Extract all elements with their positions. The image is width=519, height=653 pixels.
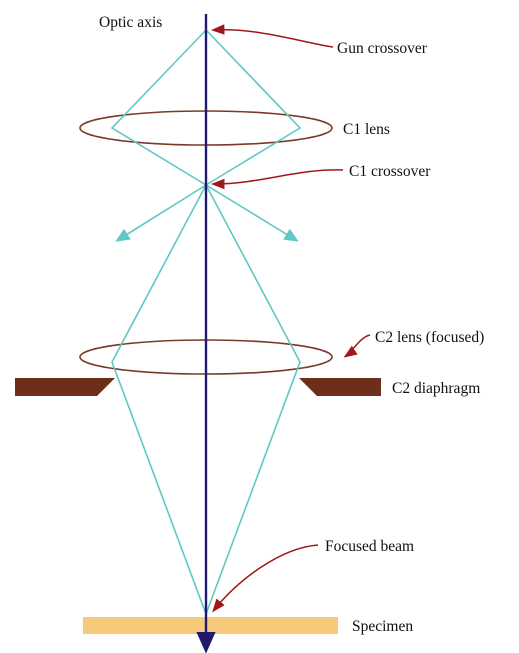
beam-lower-right	[205, 184, 301, 615]
c2-lens-pointer	[343, 334, 371, 358]
specimen-bar	[83, 617, 338, 634]
c2-diaphragm-label: C2 diaphragm	[392, 380, 480, 397]
focused-beam-pointer	[212, 544, 319, 613]
c1-crossover-pointer	[211, 169, 344, 190]
beam-diverging-ray-left	[115, 184, 207, 242]
c2-lens-label: C2 lens (focused)	[375, 329, 484, 346]
c1-crossover-label: C1 crossover	[349, 163, 431, 180]
c2-diaphragm-left-plate	[15, 378, 115, 396]
beam-diverging-ray-right	[205, 184, 299, 242]
c2-diaphragm-right-plate	[299, 378, 381, 396]
beam-lower-left	[111, 184, 207, 615]
beam-upper-right	[205, 29, 302, 186]
specimen-label: Specimen	[352, 618, 413, 635]
optic-axis-label: Optic axis	[99, 14, 162, 31]
gun-crossover-label: Gun crossover	[337, 40, 428, 57]
c1-lens-label: C1 lens	[343, 121, 390, 138]
focused-beam-label: Focused beam	[325, 538, 414, 555]
beam-upper-left	[110, 29, 207, 186]
gun-crossover-pointer	[211, 24, 334, 48]
